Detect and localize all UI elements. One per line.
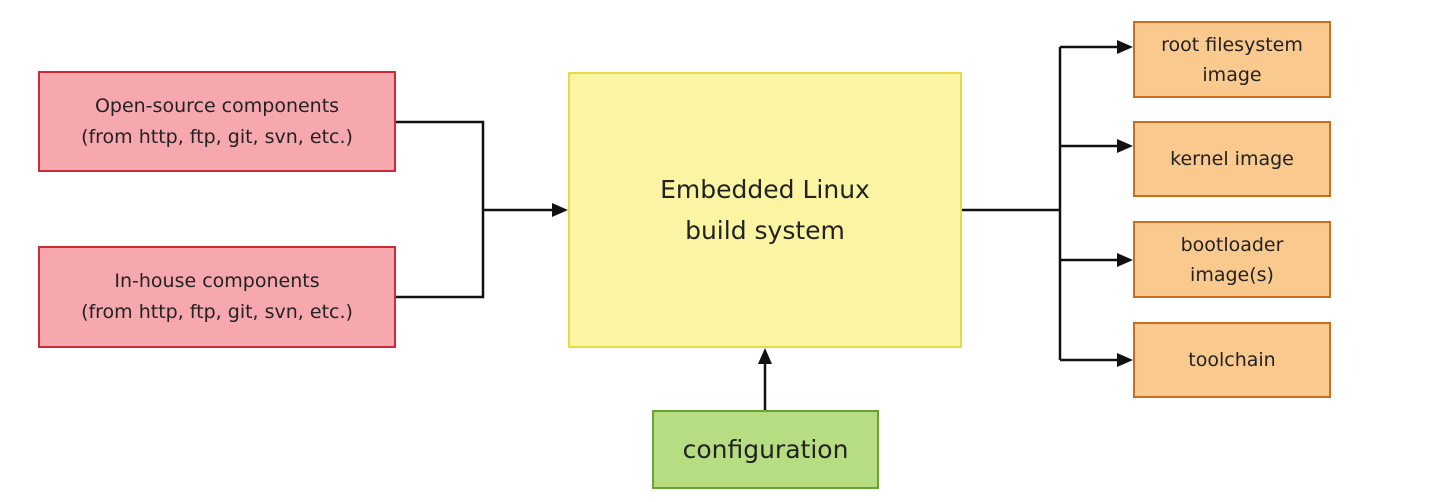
arrowhead-kernel [1117, 139, 1133, 153]
arrowhead-build-input [552, 203, 568, 217]
output-bootloader-line2: image(s) [1190, 263, 1274, 286]
build-system-title-line1: Embedded Linux [660, 175, 870, 204]
arrowhead-rootfs [1117, 40, 1133, 54]
open-source-components-sources: (from http, ftp, git, svn, etc.) [81, 125, 353, 148]
configuration-box: configuration [652, 410, 879, 489]
output-bootloader-box: bootloader image(s) [1133, 221, 1331, 298]
build-system-title-line2: build system [685, 216, 845, 245]
output-kernel-box: kernel image [1133, 121, 1331, 197]
output-toolchain-box: toolchain [1133, 322, 1331, 398]
output-rootfs-line2: image [1202, 63, 1262, 86]
in-house-components-title: In-house components [114, 270, 320, 292]
arrowhead-toolchain [1117, 353, 1133, 367]
build-system-box: Embedded Linux build system [568, 72, 962, 348]
output-toolchain-label: toolchain [1188, 349, 1276, 371]
output-bootloader-line1: bootloader [1180, 233, 1284, 256]
output-rootfs-box: root filesystem image [1133, 21, 1331, 98]
arrowhead-configuration [758, 348, 772, 364]
in-house-components-sources: (from http, ftp, git, svn, etc.) [81, 301, 353, 323]
connector-in-house [396, 210, 485, 299]
connector-open-source [396, 120, 485, 210]
open-source-components-title: Open-source components [94, 94, 340, 117]
output-kernel-label: kernel image [1170, 148, 1294, 170]
in-house-components-box: In-house components (from http, ftp, git… [38, 246, 396, 348]
open-source-components-box: Open-source components (from http, ftp, … [38, 71, 396, 172]
arrowhead-bootloader [1117, 253, 1133, 267]
configuration-label: configuration [682, 435, 849, 464]
output-rootfs-line1: root filesystem [1161, 33, 1303, 56]
